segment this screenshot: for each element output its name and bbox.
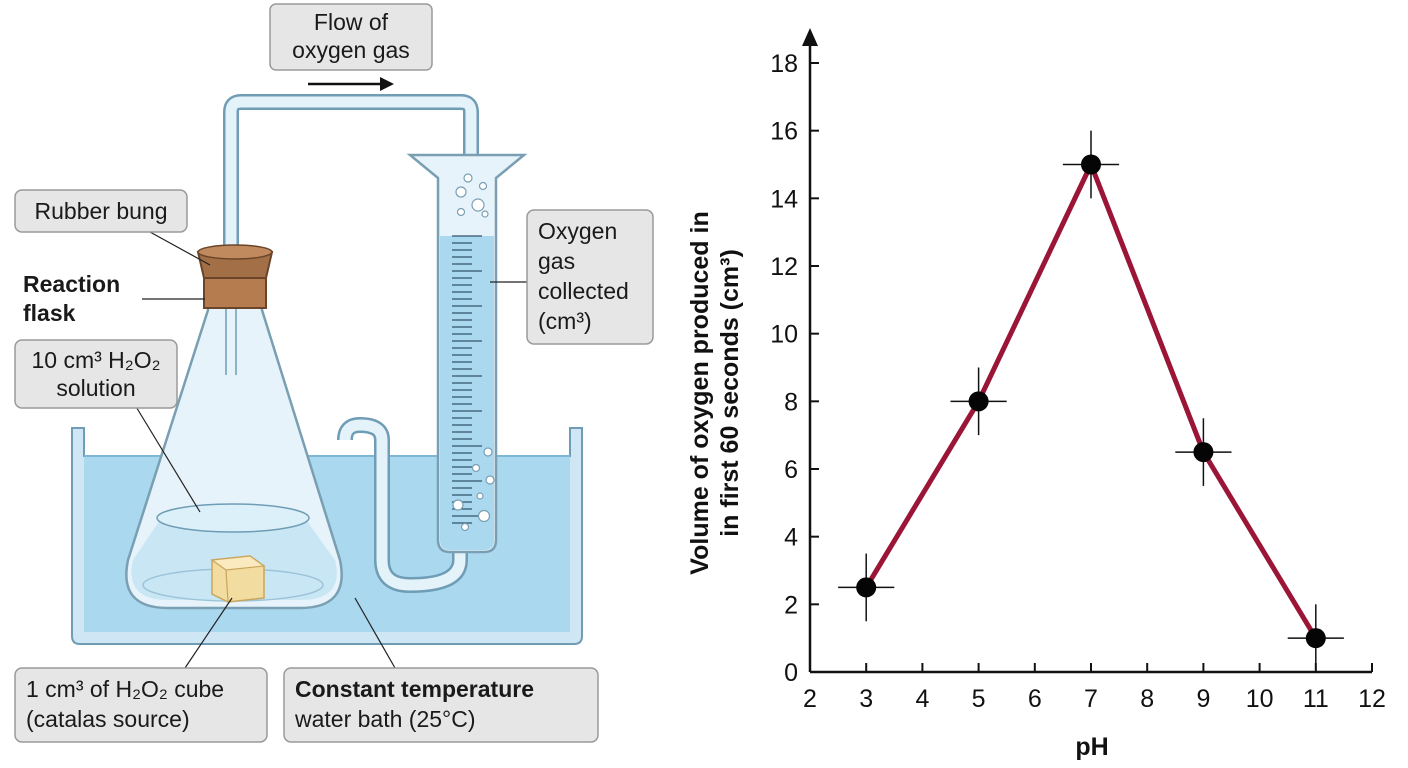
y-tick-label: 10 [770,321,798,349]
flow-label-line2: oxygen gas [292,37,410,63]
data-point [1193,442,1214,463]
x-tick-label: 5 [972,685,986,713]
rubber-bung [196,244,274,309]
gas-bubbles [452,173,495,532]
x-tick-label: 12 [1358,685,1386,713]
data-point [1305,628,1326,649]
data-point [1081,154,1101,175]
delivery-tube [223,94,479,594]
solution-surface [156,503,310,533]
x-tick-label: 6 [1028,685,1042,713]
oxygen-label-line3: collected [538,278,629,304]
solution-label-line2: solution [56,375,135,401]
cylinder-graduations [452,235,482,524]
x-tick-label: 10 [1246,685,1274,713]
chart-error-bars [838,130,1344,672]
label-cube: 1 cm³ of H₂O₂ cube (catalas source) [14,667,268,743]
data-point [856,577,877,598]
x-tick-label: 8 [1140,685,1154,713]
oxygen-label-line1: Oxygen [538,218,617,244]
y-axis-title-line2: in first 60 seconds (cm³) [716,249,744,537]
reaction-flask-label-line1: Reaction [23,271,120,297]
y-tick-label: 14 [770,185,798,213]
x-tick-label: 4 [915,685,929,713]
x-tick-label: 2 [803,685,817,713]
y-tick-label: 2 [784,591,798,619]
x-tick-label: 9 [1196,685,1210,713]
x-tick-label: 3 [859,685,873,713]
cylinder-water [440,236,494,550]
y-tick-label: 18 [770,50,798,78]
label-reaction-flask: Reaction flask [23,271,120,326]
chart-series-line [864,162,1318,640]
label-water-bath: Constant temperature water bath (25°C) [283,667,599,743]
flow-arrow [308,77,394,91]
y-tick-label: 4 [784,524,798,552]
water-bath-label-line2: water bath (25°C) [294,706,476,732]
x-axis-title: pH [1075,733,1108,761]
rubber-bung-label: Rubber bung [35,198,168,224]
y-tick-label: 12 [770,253,798,281]
x-tick-label: 11 [1303,685,1329,713]
catalase-cube [210,555,266,603]
label-solution: 10 cm³ H₂O₂ solution [14,339,178,409]
flow-label-line1: Flow of [314,9,389,35]
series-line [864,162,1318,640]
y-tick-label: 16 [770,118,798,146]
y-tick-label: 8 [784,388,798,416]
apparatus-diagram: Flow of oxygen gas Rubber bung Reaction … [14,3,654,743]
label-oxygen-collected: Oxygen gas collected (cm³) [526,209,654,345]
measuring-cylinder [406,153,528,554]
cube-label-line2: (catalas source) [26,706,190,732]
x-tick-label: 7 [1084,685,1098,713]
reaction-flask-label-line2: flask [23,300,76,326]
y-tick-label: 0 [784,659,798,687]
water-bath-label-line1: Constant temperature [295,676,534,702]
y-axis-title-line1: Volume of oxygen produced in [686,211,714,574]
y-tick-label: 6 [784,456,798,484]
chart-axes [802,28,1372,674]
solution-label-line1: 10 cm³ H₂O₂ [31,347,160,373]
reaction-flask [125,276,343,610]
label-rubber-bung: Rubber bung [14,189,188,233]
y-axis-arrow [802,28,818,46]
oxygen-label-line4: (cm³) [538,308,592,334]
data-point [968,391,989,412]
cube-label-line1: 1 cm³ of H₂O₂ cube [26,676,224,702]
label-flow: Flow of oxygen gas [269,3,433,71]
oxygen-label-line2: gas [538,248,575,274]
chart-points [856,154,1326,649]
